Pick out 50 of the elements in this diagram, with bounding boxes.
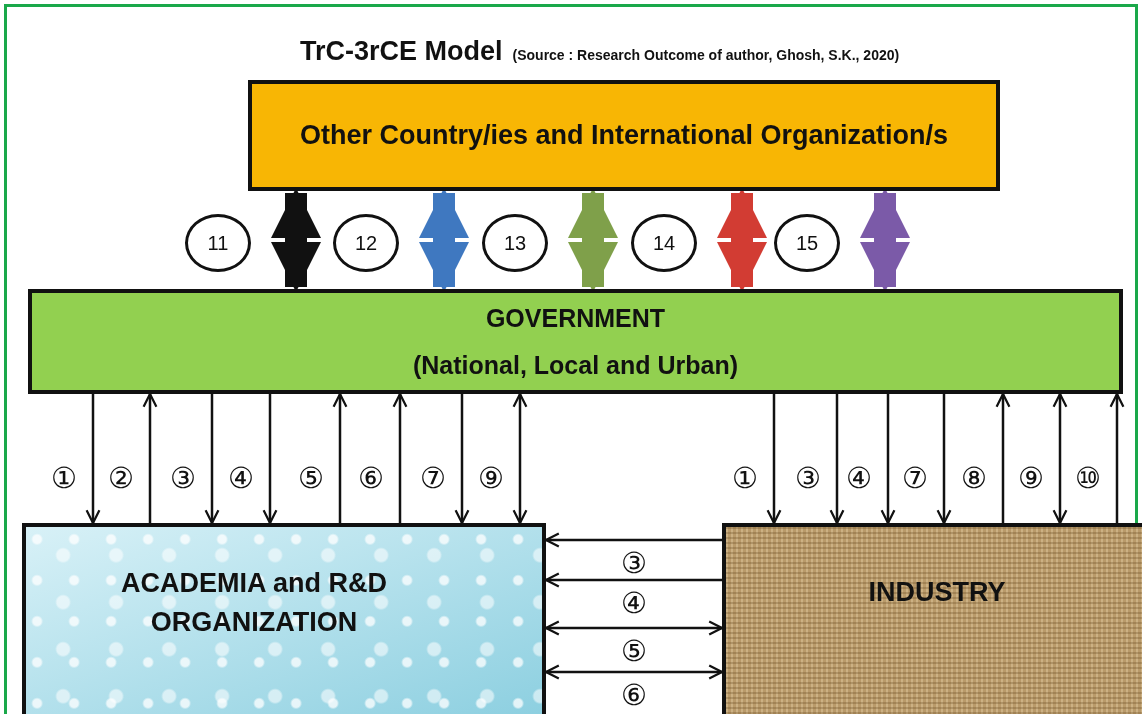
number-circle: 13 [482, 214, 548, 272]
edge-label: ⑨ [1018, 463, 1044, 493]
edge-label: ① [51, 463, 77, 493]
arrow [766, 394, 782, 525]
arrow [142, 392, 158, 523]
arrow [936, 394, 952, 525]
edge-label: ⑦ [420, 463, 446, 493]
academia-box [22, 523, 546, 714]
edge-label: ③ [621, 548, 647, 578]
number-circle: 14 [631, 214, 697, 272]
title: TrC-3rCE Model [300, 36, 503, 67]
edge-label: ④ [846, 463, 872, 493]
number-circle: 11 [185, 214, 251, 272]
edge-label: ⑤ [621, 636, 647, 666]
edge-label: ⑩ [1075, 463, 1101, 493]
arrow [1052, 392, 1068, 525]
edge-label: ③ [170, 463, 196, 493]
edge-label: ⑥ [358, 463, 384, 493]
arrow [829, 394, 845, 525]
edge-label: ② [108, 463, 134, 493]
box-label: (National, Local and Urban) [413, 349, 738, 381]
edge-label: ⑤ [298, 463, 324, 493]
edge-label: ⑨ [478, 463, 504, 493]
source-note: (Source : Research Outcome of author, Ghosh, S.K., 2020) [512, 47, 900, 63]
edge-label: ④ [228, 463, 254, 493]
number-circle: 12 [333, 214, 399, 272]
edge-label: ⑧ [961, 463, 987, 493]
government-box [28, 289, 1123, 394]
edge-label: ③ [795, 463, 821, 493]
box-label: INDUSTRY [868, 576, 1006, 610]
industry-box [722, 523, 1142, 714]
edge-label: ① [732, 463, 758, 493]
arrow [332, 392, 348, 523]
arrow [204, 394, 220, 525]
arrow [512, 392, 528, 525]
arrow [262, 394, 278, 525]
arrow [392, 392, 408, 523]
edge-label: ④ [621, 588, 647, 618]
arrow [995, 392, 1011, 523]
edge-label: ⑦ [902, 463, 928, 493]
box-label: ACADEMIA and R&D ORGANIZATION [120, 566, 388, 639]
arrow [1109, 392, 1125, 523]
arrow [85, 394, 101, 525]
arrow [454, 394, 470, 525]
number-circle: 15 [774, 214, 840, 272]
organization-box [248, 80, 1000, 191]
box-label: GOVERNMENT [485, 303, 666, 335]
arrow [880, 394, 896, 525]
edge-label: ⑥ [621, 680, 647, 710]
box-label: Other Country/ies and International Organization/s [299, 118, 949, 152]
